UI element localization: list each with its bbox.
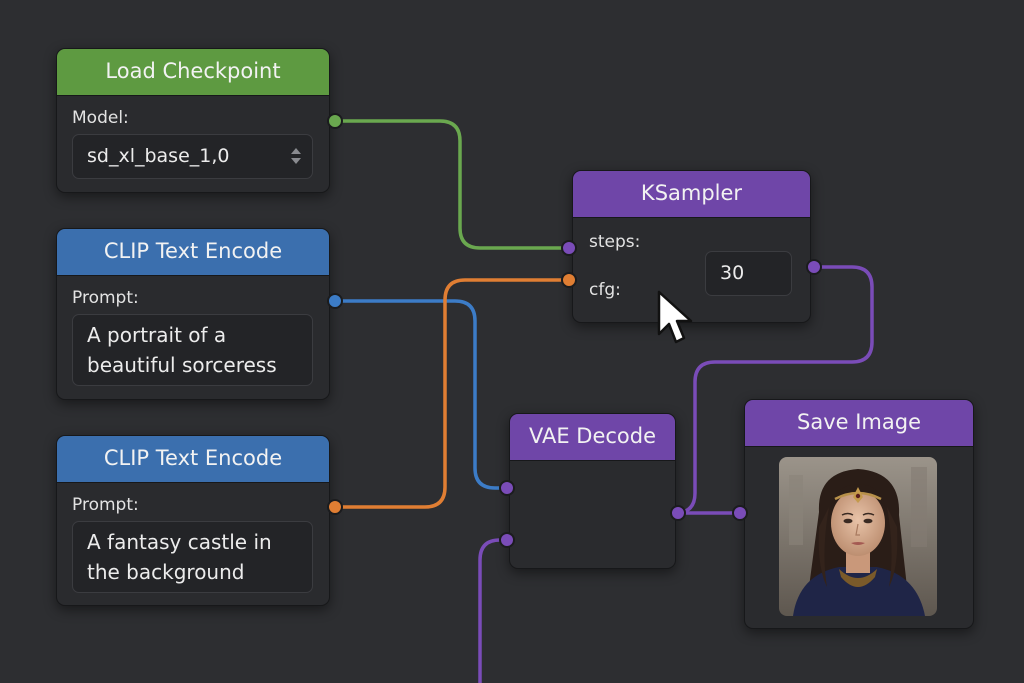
latent-wire[interactable] [674,265,874,515]
ksampler-node[interactable]: KSampler steps: cfg: 30 [572,170,811,323]
model-select[interactable]: sd_xl_base_1,0 [72,134,313,179]
vae-wire[interactable] [478,538,507,683]
node-title: CLIP Text Encode [57,229,329,276]
negative-conditioning-wire[interactable] [335,278,569,509]
prompt-textarea[interactable]: A fantasy castle in the background [72,521,313,593]
clip-text-encode-node-negative[interactable]: CLIP Text Encode Prompt: A fantasy castl… [56,435,330,606]
model-value: sd_xl_base_1,0 [87,145,230,167]
node-title: Save Image [745,400,973,447]
positive-conditioning-wire[interactable] [335,299,507,490]
prompt-label: Prompt: [72,288,139,308]
model-wire[interactable] [335,119,569,250]
prompt-label: Prompt: [72,495,139,515]
clip-text-encode-node-positive[interactable]: CLIP Text Encode Prompt: A portrait of a… [56,228,330,400]
node-title: Load Checkpoint [57,49,329,96]
sorceress-portrait-image [779,457,937,616]
steps-input[interactable]: 30 [705,251,792,296]
node-title: CLIP Text Encode [57,436,329,483]
select-arrows-icon [291,148,301,164]
cfg-label: cfg: [589,280,621,300]
image-preview[interactable] [779,457,937,616]
load-checkpoint-node[interactable]: Load Checkpoint Model: sd_xl_base_1,0 [56,48,330,193]
vae-decode-node[interactable]: VAE Decode [509,413,676,569]
mouse-cursor-icon [657,290,693,344]
steps-label: steps: [589,232,641,252]
save-image-node[interactable]: Save Image [744,399,974,629]
model-label: Model: [72,108,129,128]
node-title: VAE Decode [510,414,675,461]
node-title: KSampler [573,171,810,218]
prompt-textarea[interactable]: A portrait of a beautiful sorceress [72,314,313,386]
